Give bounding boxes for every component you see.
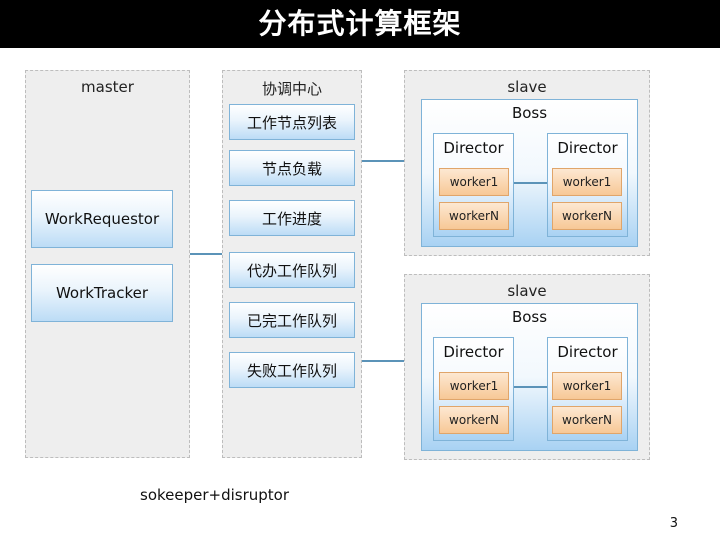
coordinator-item-completed-queue[interactable]: 已完工作队列: [229, 302, 355, 338]
coordinator-item-node-load[interactable]: 节点负载: [229, 150, 355, 186]
footnote: sokeeper+disruptor: [140, 486, 290, 504]
worker-box[interactable]: worker1: [439, 372, 509, 400]
slave-label: slave: [507, 282, 547, 300]
worker-box[interactable]: worker1: [552, 372, 622, 400]
worker-box[interactable]: workerN: [439, 406, 509, 434]
slide-title: 分布式计算框架: [258, 7, 462, 40]
title-bar: [0, 0, 720, 48]
worker-box[interactable]: workerN: [439, 202, 509, 230]
coordinator-item-failed-queue[interactable]: 失败工作队列: [229, 352, 355, 388]
worker-box[interactable]: worker1: [552, 168, 622, 196]
master-label: master: [81, 78, 134, 96]
workrequestor-box[interactable]: WorkRequestor: [31, 190, 173, 248]
connector-coordinator-slave2: [360, 360, 404, 362]
coordinator-label: 协调中心: [261, 80, 322, 98]
connector-coordinator-slave1: [360, 160, 404, 162]
director-label: Director: [557, 343, 618, 361]
coordinator-item-pending-queue[interactable]: 代办工作队列: [229, 252, 355, 288]
slave-label: slave: [507, 78, 547, 96]
connector-director-director: [513, 182, 549, 184]
director-label: Director: [443, 343, 504, 361]
director-label: Director: [443, 139, 504, 157]
worker-box[interactable]: workerN: [552, 202, 622, 230]
boss-label: Boss: [511, 104, 548, 122]
director-label: Director: [557, 139, 618, 157]
worktracker-box[interactable]: WorkTracker: [31, 264, 173, 322]
connector-master-coordinator: [174, 253, 222, 255]
page-number: 3: [669, 516, 678, 531]
worker-box[interactable]: worker1: [439, 168, 509, 196]
connector-director-director: [513, 386, 549, 388]
coordinator-item-node-list[interactable]: 工作节点列表: [229, 104, 355, 140]
coordinator-item-work-progress[interactable]: 工作进度: [229, 200, 355, 236]
boss-label: Boss: [511, 308, 548, 326]
worker-box[interactable]: workerN: [552, 406, 622, 434]
